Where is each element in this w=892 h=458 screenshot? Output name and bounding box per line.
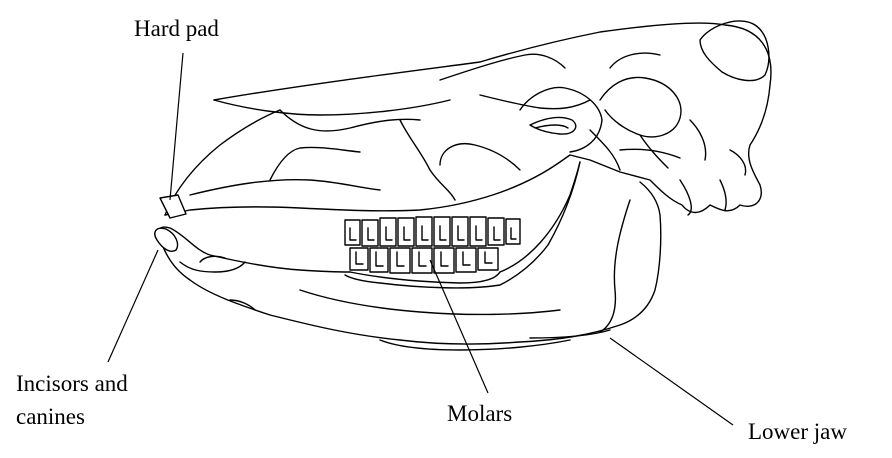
upper-molars bbox=[345, 217, 520, 246]
molars-label: Molars bbox=[447, 400, 512, 427]
lower-molars bbox=[350, 248, 498, 273]
upper-skull bbox=[165, 21, 771, 215]
hard-pad-leader bbox=[170, 53, 183, 200]
incisors bbox=[155, 228, 178, 251]
incisors-label-line1: Incisors and bbox=[16, 370, 128, 397]
hard-pad bbox=[160, 195, 186, 218]
lower-jaw-label: Lower jaw bbox=[748, 418, 847, 445]
incisors-leader bbox=[108, 250, 158, 362]
hard-pad-label: Hard pad bbox=[134, 15, 219, 42]
incisors-label-line2: canines bbox=[16, 403, 85, 430]
lower-jaw-leader bbox=[610, 338, 733, 425]
molars-leader bbox=[430, 260, 488, 393]
